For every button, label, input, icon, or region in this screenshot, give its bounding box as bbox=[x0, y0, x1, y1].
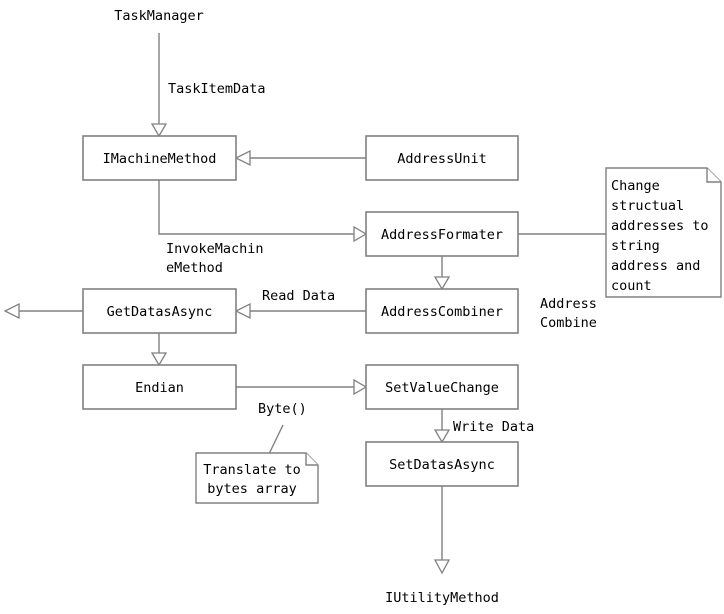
note-line-1: Change bbox=[611, 178, 660, 194]
box-addressunit[interactable]: AddressUnit bbox=[365, 135, 519, 181]
edge-imachinemethod-to-addressformater bbox=[158, 180, 354, 235]
arrowhead-down-iutilitymethod bbox=[433, 559, 451, 575]
box-label-getdatasasync: GetDatasAsync bbox=[107, 304, 213, 320]
arrowhead-down-setdatasasync bbox=[433, 429, 451, 444]
note-line-5: address and bbox=[611, 258, 700, 274]
note-translate-line-1: Translate to bbox=[203, 462, 301, 478]
endpoint-iutilitymethod: IUtilityMethod bbox=[385, 590, 499, 606]
note-line-2: structual bbox=[611, 198, 684, 214]
arrowhead-down-endian bbox=[150, 352, 168, 367]
box-setdatasasync[interactable]: SetDatasAsync bbox=[365, 441, 519, 487]
note-line-3: addresses to bbox=[611, 218, 709, 234]
note-line-4: string bbox=[611, 238, 660, 254]
arrowhead-left-getdatasasync bbox=[234, 302, 251, 320]
box-getdatasasync[interactable]: GetDatasAsync bbox=[82, 288, 237, 334]
note-line-6: count bbox=[611, 278, 652, 294]
box-label-addresscombiner: AddressCombiner bbox=[381, 304, 503, 320]
label-taskitemdata: TaskItemData bbox=[168, 81, 266, 97]
box-label-endian: Endian bbox=[135, 380, 184, 396]
label-invokemethod-line-2: eMethod bbox=[166, 260, 223, 276]
edge-byte-to-note bbox=[267, 424, 284, 457]
endpoint-taskmanager: TaskManager bbox=[114, 8, 203, 24]
note-translate-line-2: bytes array bbox=[207, 481, 296, 497]
label-addresscombine-line-2: Combine bbox=[540, 315, 597, 331]
note-address-format: Change structual addresses to string add… bbox=[605, 167, 722, 298]
label-addresscombine-line-1: Address bbox=[540, 296, 597, 312]
box-addressformater[interactable]: AddressFormater bbox=[365, 211, 519, 257]
label-writedata: Write Data bbox=[453, 419, 534, 435]
box-label-imachinemethod: IMachineMethod bbox=[103, 151, 217, 167]
box-setvaluechange[interactable]: SetValueChange bbox=[365, 364, 519, 410]
box-label-addressunit: AddressUnit bbox=[397, 151, 486, 167]
note-translate-bytes: Translate to bytes array bbox=[195, 452, 319, 504]
box-endian[interactable]: Endian bbox=[82, 364, 237, 410]
arrowhead-right-setvaluechange bbox=[353, 378, 368, 396]
arrowhead-left-imachinemethod bbox=[234, 149, 251, 167]
box-label-setvaluechange: SetValueChange bbox=[385, 380, 499, 396]
arrowhead-left-external bbox=[3, 302, 20, 320]
box-label-setdatasasync: SetDatasAsync bbox=[389, 457, 495, 473]
label-invokemethod-line-1: InvokeMachin bbox=[166, 241, 264, 257]
arrowhead-down-imachinemethod bbox=[150, 123, 168, 138]
box-label-addressformater: AddressFormater bbox=[381, 227, 503, 243]
arrowhead-down-addresscombiner bbox=[433, 276, 451, 291]
label-byte: Byte() bbox=[258, 401, 307, 417]
label-readdata: Read Data bbox=[262, 288, 335, 304]
arrowhead-right-addressformater bbox=[353, 225, 368, 243]
box-imachinemethod[interactable]: IMachineMethod bbox=[82, 135, 237, 181]
box-addresscombiner[interactable]: AddressCombiner bbox=[365, 288, 519, 334]
